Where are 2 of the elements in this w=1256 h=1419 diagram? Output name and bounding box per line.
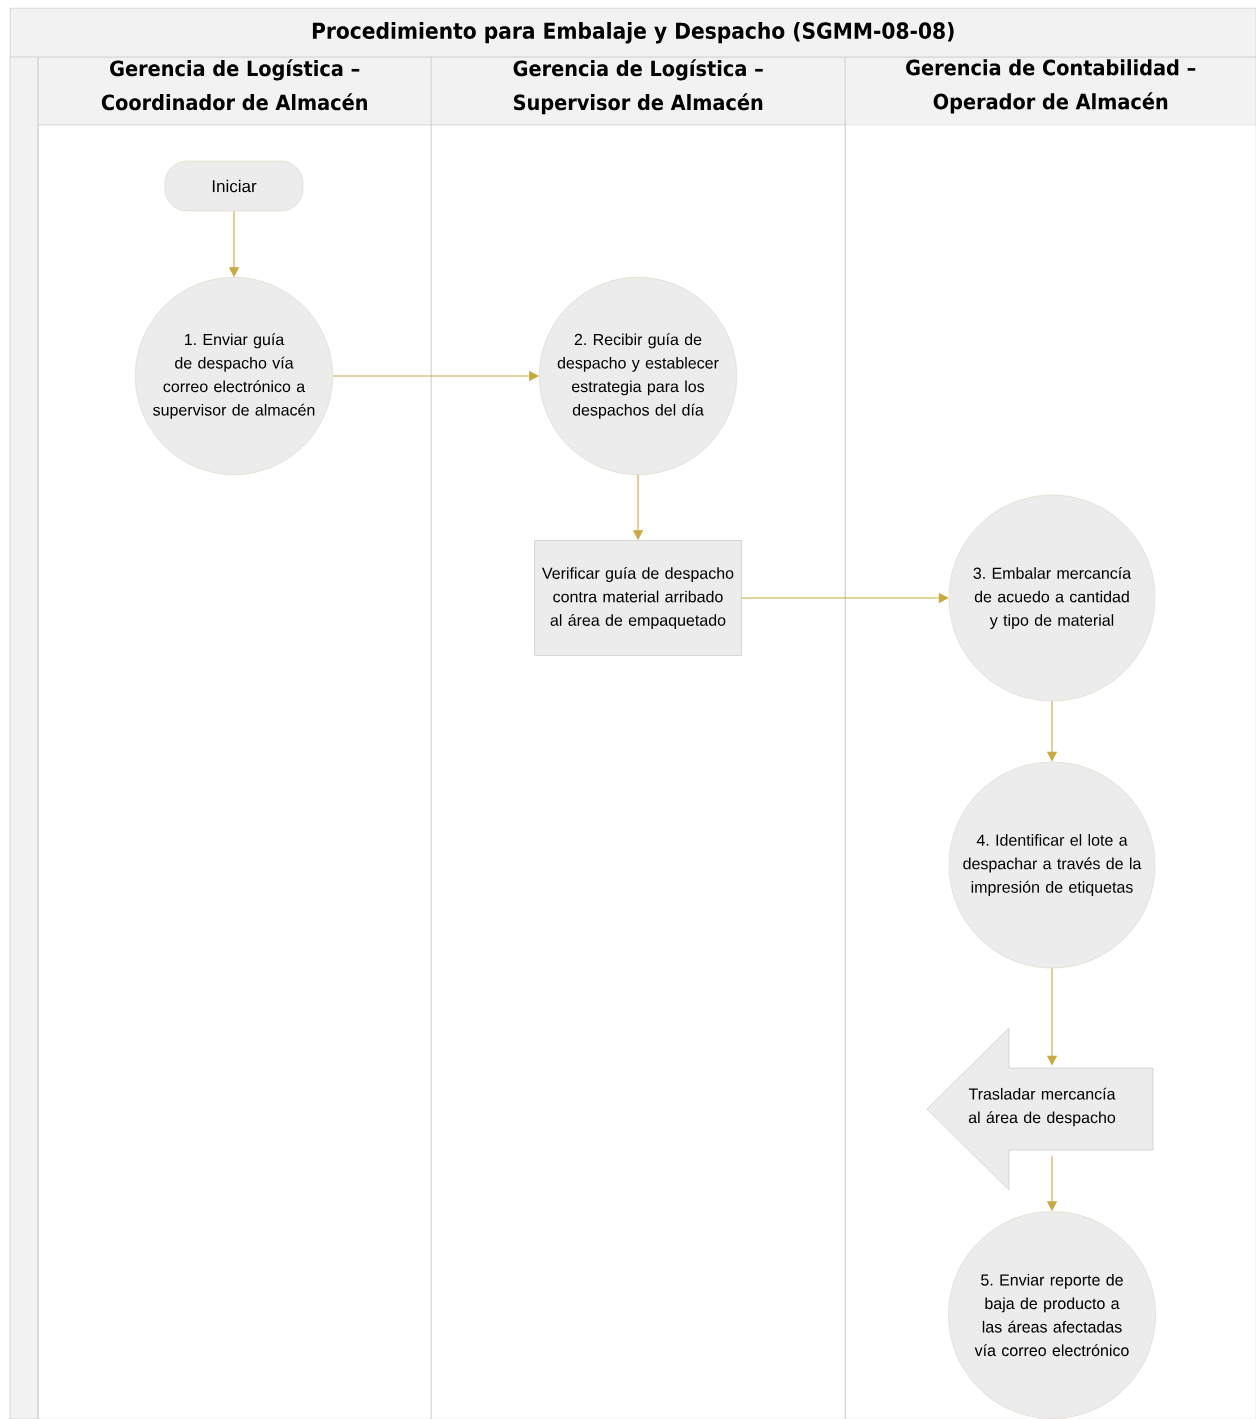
- start-terminator: Iniciar: [164, 160, 304, 212]
- process-box: Verificar guía de despacho contra material arribado al área de empaquetado: [534, 540, 742, 656]
